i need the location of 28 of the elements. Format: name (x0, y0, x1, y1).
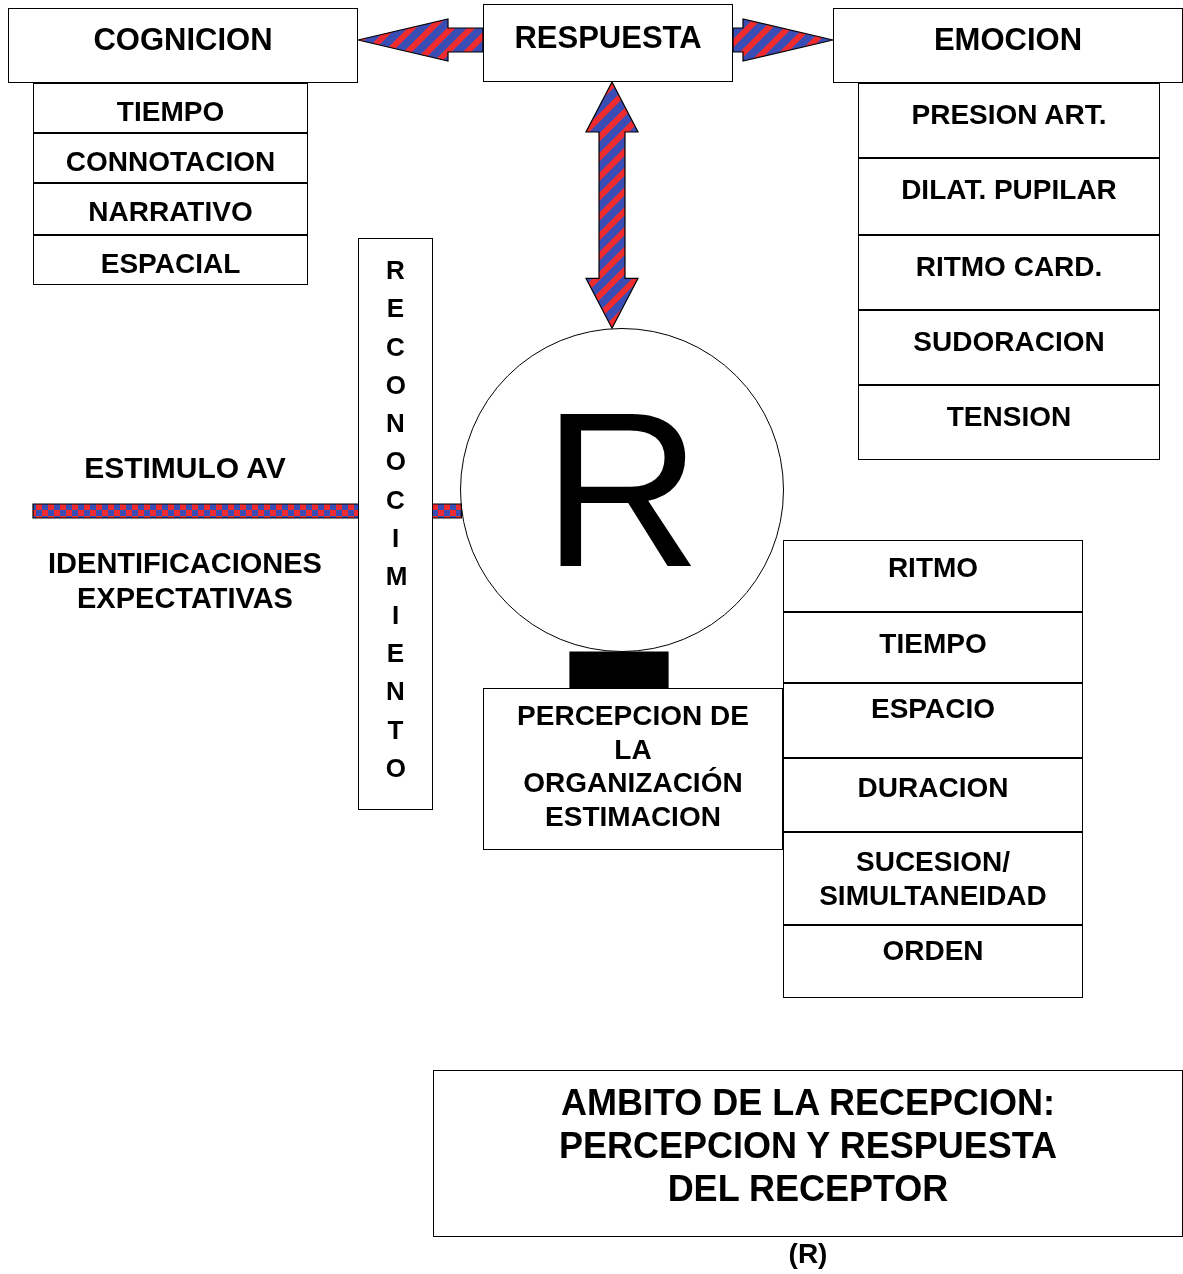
category-box: RITMO (783, 540, 1083, 612)
category-box: RITMO CARD. (858, 235, 1160, 310)
category-box: PERCEPCION DE LA ORGANIZACIÓN ESTIMACION (483, 688, 783, 850)
category-box: ESPACIO (783, 683, 1083, 758)
stimulus-label: IDENTIFICACIONES EXPECTATIVAS (47, 546, 323, 616)
category-box: AMBITO DE LA RECEPCION: PERCEPCION Y RESPUESTA DEL RECEPTOR (433, 1070, 1183, 1237)
category-box: TIEMPO (783, 612, 1083, 683)
category-box: ORDEN (783, 925, 1083, 998)
category-box: NARRATIVO (33, 183, 308, 235)
block-arrow (732, 18, 834, 62)
category-box: SUCESION/ SIMULTANEIDAD (783, 832, 1083, 925)
vertical-text-box: RECONOCIMIENTO (358, 238, 433, 810)
category-box: DILAT. PUPILAR (858, 158, 1160, 235)
stimulus-label: ESTIMULO AV (83, 450, 287, 486)
connector-bar (569, 651, 669, 689)
category-box: TENSION (858, 385, 1160, 460)
category-box: DURACION (783, 758, 1083, 832)
category-box: PRESION ART. (858, 83, 1160, 158)
category-box: SUDORACION (858, 310, 1160, 385)
block-arrow (357, 18, 484, 62)
node-caption: (R) (787, 1240, 829, 1268)
category-box: COGNICION (8, 8, 358, 83)
category-box: CONNOTACION (33, 133, 308, 183)
category-box: ESPACIAL (33, 235, 308, 285)
block-arrow (585, 80, 639, 330)
category-box: TIEMPO (33, 83, 308, 133)
category-box: RESPUESTA (483, 4, 733, 82)
category-box: EMOCION (833, 8, 1183, 83)
